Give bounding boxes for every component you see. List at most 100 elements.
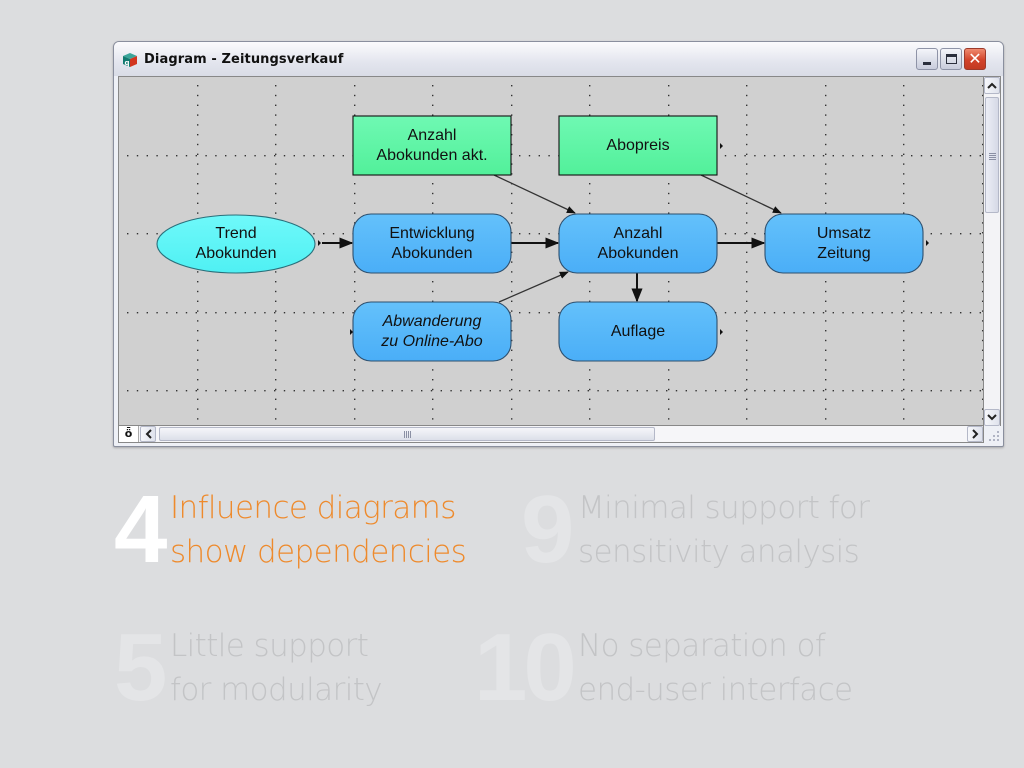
grid-dot — [746, 124, 748, 126]
grid-dot — [979, 155, 981, 157]
node-anzahl[interactable] — [558, 213, 718, 274]
grid-dot — [432, 418, 434, 420]
grid-dot — [754, 155, 756, 157]
grid-dot — [225, 155, 227, 157]
horizontal-scroll-thumb[interactable] — [159, 427, 655, 441]
scroll-down-button[interactable] — [984, 409, 1000, 426]
grid-dot — [950, 312, 952, 314]
scroll-up-button[interactable] — [984, 77, 1000, 94]
grid-dot — [548, 155, 550, 157]
edge-anzahl_akt-to-anzahl[interactable] — [493, 174, 576, 214]
vertical-scroll-thumb[interactable] — [985, 97, 999, 213]
grid-dot — [825, 330, 827, 332]
grid-dot — [538, 312, 540, 314]
grid-dot — [342, 233, 344, 235]
grid-dot — [234, 390, 237, 392]
edge-abopreis-to-umsatz[interactable] — [700, 174, 782, 214]
scroll-left-button[interactable] — [140, 426, 156, 442]
grid-dot — [744, 390, 746, 392]
grid-dot — [982, 310, 983, 312]
grid-dot — [511, 85, 513, 87]
resize-grip-icon[interactable] — [984, 426, 1001, 443]
port-marker-icon[interactable] — [350, 329, 353, 335]
node-anzahl_akt[interactable] — [352, 115, 512, 176]
grid-dot — [746, 339, 748, 342]
close-button[interactable]: ✕ — [964, 48, 986, 70]
grid-dot — [982, 418, 983, 420]
grid-dot — [156, 390, 158, 392]
grid-dot — [511, 398, 513, 400]
grid-dot — [746, 379, 748, 381]
port-marker-icon[interactable] — [720, 329, 723, 335]
horizontal-scrollbar[interactable]: ȫ — [118, 426, 984, 443]
maximize-icon — [945, 54, 957, 64]
grid-dot — [275, 300, 277, 302]
grid-dot — [881, 390, 883, 392]
grid-dot — [695, 390, 697, 392]
node-abwanderung[interactable] — [352, 301, 512, 362]
grid-dot — [675, 390, 678, 392]
grid-dot — [234, 312, 237, 314]
grid-dot — [354, 359, 356, 361]
grid-dot — [813, 390, 815, 392]
grid-dot — [746, 192, 748, 195]
port-marker-icon[interactable] — [720, 143, 723, 149]
grid-dot — [746, 418, 748, 420]
grid-dot — [264, 155, 266, 157]
grid-dot — [705, 390, 707, 392]
grid-dot — [903, 320, 905, 322]
grid-dot — [432, 290, 434, 293]
grid-dot — [354, 183, 356, 185]
grid-dot — [825, 153, 827, 155]
vertical-scrollbar[interactable] — [984, 76, 1001, 426]
grid-dot — [275, 398, 277, 400]
node-trend[interactable] — [156, 214, 316, 274]
grid-dot — [215, 390, 217, 392]
grid-dot — [528, 233, 531, 235]
grid-dot — [960, 312, 962, 314]
grid-dot — [646, 390, 648, 392]
grid-dot — [803, 155, 805, 157]
maximize-button[interactable] — [940, 48, 962, 70]
grid-dot — [871, 312, 874, 314]
grid-dot — [264, 390, 266, 392]
port-marker-icon[interactable] — [318, 240, 321, 246]
title-bar[interactable]: q Diagram - Zeitungsverkauf ✕ — [114, 42, 1003, 76]
grid-dot — [372, 390, 374, 392]
grid-dot — [597, 390, 599, 392]
minimize-button[interactable] — [916, 48, 938, 70]
grid-dot — [354, 222, 356, 224]
lock-button[interactable]: ȫ — [119, 426, 139, 442]
node-abopreis[interactable] — [558, 115, 718, 176]
grid-dot — [734, 155, 736, 157]
grid-dot — [982, 173, 983, 175]
grid-dot — [589, 94, 591, 97]
point-5: 5 Little support for modularity — [114, 620, 554, 720]
node-umsatz[interactable] — [764, 213, 924, 274]
grid-dot — [440, 390, 442, 392]
grid-dot — [519, 233, 521, 235]
node-entwicklung[interactable] — [352, 213, 512, 274]
grid-dot — [197, 134, 199, 136]
grid-dot — [589, 398, 591, 400]
grid-dot — [166, 155, 168, 157]
grid-dot — [313, 233, 315, 235]
node-auflage[interactable] — [558, 301, 718, 362]
grid-dot — [668, 418, 670, 420]
grid-dot — [668, 379, 670, 381]
grid-dot — [275, 310, 277, 312]
grid-dot — [832, 312, 834, 314]
grid-dot — [825, 134, 827, 136]
grid-dot — [323, 155, 325, 157]
edge-abwanderung-to-anzahl[interactable] — [498, 271, 569, 303]
grid-dot — [303, 312, 305, 314]
grid-dot — [511, 281, 513, 283]
grid-dot — [244, 155, 246, 157]
grid-dot — [254, 155, 256, 157]
grid-dot — [275, 163, 277, 165]
grid-dot — [195, 155, 197, 157]
scroll-right-button[interactable] — [967, 426, 983, 442]
grid-dot — [548, 390, 550, 392]
port-marker-icon[interactable] — [926, 240, 929, 246]
